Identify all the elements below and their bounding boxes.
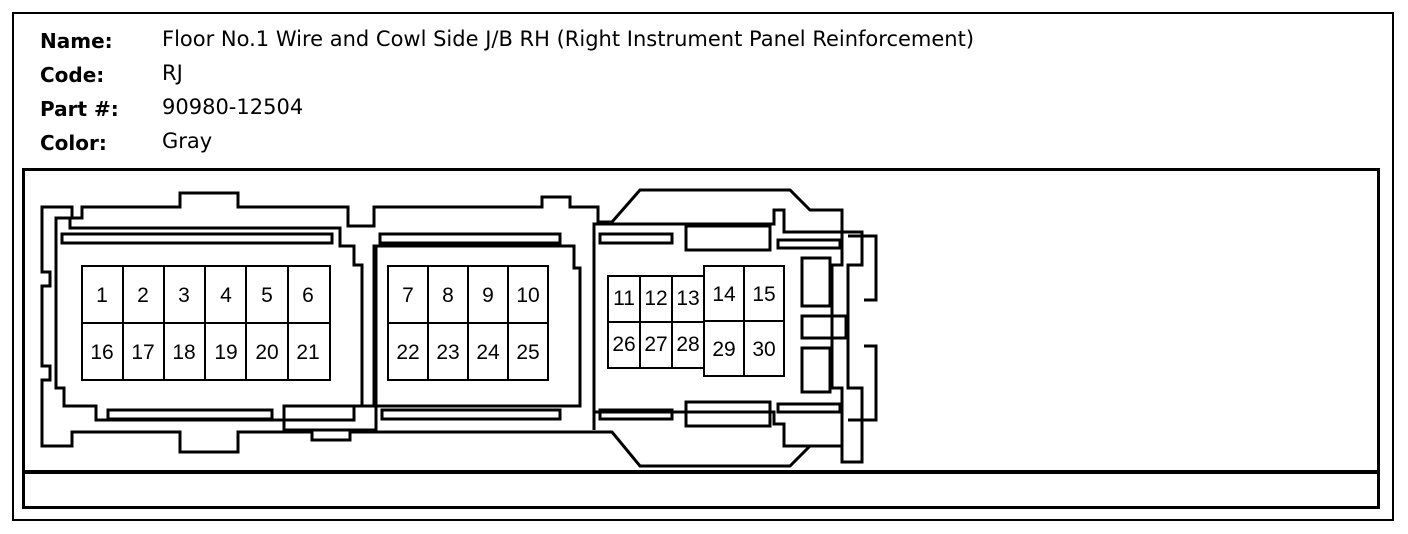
connector-cavity-outline (54, 216, 364, 422)
pin-grid-right-large (703, 265, 785, 377)
pin-20: 20 (255, 341, 278, 364)
right-key-tab (848, 234, 878, 422)
connector-housing-outline (40, 188, 864, 468)
top-latch-block (684, 224, 772, 252)
pin-23: 23 (436, 341, 459, 364)
bottom-latch-block-right (684, 400, 772, 428)
pin-7: 7 (402, 284, 414, 307)
pin-17: 17 (131, 341, 154, 364)
part-value: 90980-12504 (162, 95, 304, 119)
pin-4: 4 (220, 284, 232, 307)
right-key-block-bottom (800, 346, 832, 394)
pin-10: 10 (516, 284, 539, 307)
bottom-latch-block-left (282, 404, 378, 432)
name-label: Name: (40, 29, 113, 53)
pin-24: 24 (476, 341, 500, 364)
bottom-rail-slot-3 (598, 408, 674, 421)
pin-9: 9 (482, 284, 494, 307)
pin-3: 3 (178, 284, 190, 307)
connector-cavity-right (592, 208, 844, 448)
color-label: Color: (40, 131, 107, 155)
pin-25: 25 (516, 341, 539, 364)
pin-26: 26 (612, 333, 635, 356)
pin-21: 21 (296, 341, 319, 364)
pin-2: 2 (137, 284, 149, 307)
pin-30: 30 (752, 338, 775, 361)
pin-13: 13 (676, 287, 699, 310)
bottom-rail-slot-2 (380, 408, 562, 421)
pin-5: 5 (261, 284, 273, 307)
part-label: Part #: (40, 97, 119, 121)
diagram-frame (22, 168, 1380, 509)
right-key-block-mid (800, 314, 848, 340)
bottom-rule (22, 470, 1380, 474)
pin-28: 28 (676, 333, 699, 356)
pin-grid-left (81, 265, 331, 381)
top-rail-slot-3 (598, 232, 674, 245)
code-value: RJ (162, 61, 183, 85)
bottom-right-rail-slot (776, 402, 842, 414)
pin-14: 14 (712, 283, 736, 306)
pin-22: 22 (396, 341, 419, 364)
pin-8: 8 (442, 284, 454, 307)
pin-15: 15 (752, 283, 775, 306)
pin-16: 16 (90, 341, 113, 364)
bottom-rail-slot-1 (106, 408, 274, 421)
color-value: Gray (162, 129, 213, 153)
right-key-block-top (800, 256, 832, 308)
pin-grid-mid (387, 265, 549, 381)
pin-1: 1 (96, 284, 108, 307)
name-value: Floor No.1 Wire and Cowl Side J/B RH (Ri… (162, 27, 975, 51)
top-rail-slot-2 (378, 232, 562, 245)
pin-11: 11 (613, 287, 635, 310)
pin-29: 29 (712, 338, 735, 361)
pin-12: 12 (644, 287, 667, 310)
pin-19: 19 (214, 341, 237, 364)
connector-cavity-mid (372, 244, 582, 408)
code-label: Code: (40, 63, 105, 87)
top-rail-slot-1 (60, 232, 334, 245)
top-right-rail-slot (776, 238, 842, 250)
pin-27: 27 (644, 333, 667, 356)
pin-6: 6 (302, 284, 314, 307)
pin-18: 18 (172, 341, 195, 364)
